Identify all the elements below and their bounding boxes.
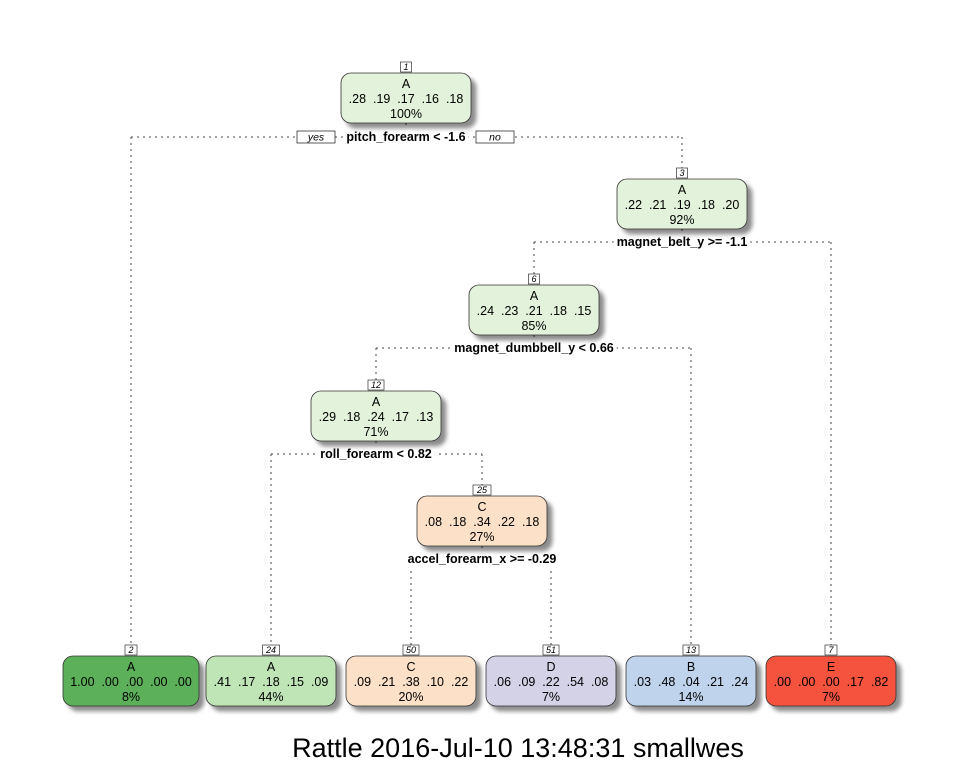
node-percent: 8% [122, 690, 140, 704]
node-percent: 20% [398, 690, 423, 704]
node-id-box [124, 644, 138, 656]
tree-node-2: 2A1.00 .00 .00 .00 .008% [62, 644, 200, 707]
split-label-1: pitch_forearm < -1.6 [346, 130, 465, 144]
node-probabilities: .09 .21 .38 .10 .22 [354, 675, 469, 689]
node-probabilities: 1.00 .00 .00 .00 .00 [70, 675, 192, 689]
node-id-box [542, 644, 560, 656]
node-probabilities: .03 .48 .04 .21 .24 [634, 675, 749, 689]
node-class: C [406, 660, 415, 674]
node-id: 3 [679, 168, 684, 178]
node-id-box [824, 644, 838, 656]
node-percent: 27% [469, 530, 494, 544]
node-box [345, 655, 477, 707]
node-id-box [676, 167, 688, 179]
node-class: B [687, 660, 695, 674]
node-box [310, 390, 442, 442]
node-probabilities: .00 .00 .00 .17 .82 [774, 675, 889, 689]
node-probabilities: .22 .21 .19 .18 .20 [625, 198, 740, 212]
node-percent: 100% [390, 107, 422, 121]
node-percent: 71% [363, 425, 388, 439]
node-probabilities: .41 .17 .18 .15 .09 [214, 675, 329, 689]
split-label-bg [451, 340, 617, 356]
node-class: A [678, 183, 687, 197]
node-box [62, 655, 200, 707]
node-id: 50 [406, 645, 416, 655]
node-class: A [127, 660, 136, 674]
split-label-bg [343, 129, 469, 145]
node-box [340, 72, 472, 124]
node-class: D [546, 660, 555, 674]
branch-tag-no: no [489, 132, 501, 144]
node-box [485, 655, 617, 707]
node-id: 7 [828, 645, 834, 655]
node-id-box [400, 61, 412, 73]
node-id: 1 [403, 62, 408, 72]
tree-node-51: 51D.06 .09 .22 .54 .087% [485, 644, 617, 707]
node-percent: 44% [258, 690, 283, 704]
branch-tag-yes: yes [307, 132, 325, 144]
node-id: 25 [476, 485, 488, 495]
node-percent: 92% [669, 213, 694, 227]
branch-tag-yes-box [296, 130, 336, 144]
node-percent: 7% [822, 690, 840, 704]
split-label-3: magnet_belt_y >= -1.1 [617, 235, 748, 249]
node-probabilities: .24 .23 .21 .18 .15 [477, 304, 592, 318]
node-id-box [528, 273, 540, 285]
split-label-6: magnet_dumbbell_y < 0.66 [454, 341, 613, 355]
node-id-box [472, 484, 492, 496]
node-percent: 14% [678, 690, 703, 704]
split-label-25: accel_forearm_x >= -0.29 [408, 552, 557, 566]
node-id: 2 [127, 645, 133, 655]
node-probabilities: .08 .18 .34 .22 .18 [425, 515, 540, 529]
rattle-caption: Rattle 2016-Jul-10 13:48:31 smallwes [292, 733, 744, 763]
node-probabilities: .29 .18 .24 .17 .13 [319, 410, 434, 424]
node-id-box [682, 644, 700, 656]
split-label-bg [613, 234, 751, 250]
node-box [468, 284, 600, 336]
node-percent: 85% [521, 319, 546, 333]
split-label-bg [404, 551, 560, 567]
node-class: E [827, 660, 835, 674]
node-id: 6 [531, 274, 536, 284]
node-box [205, 655, 337, 707]
yes-no-tags: yes no [296, 130, 515, 144]
split-label-12: roll_forearm < 0.82 [320, 447, 432, 461]
node-id-box [402, 644, 420, 656]
node-class: A [267, 660, 276, 674]
node-id-box [262, 644, 280, 656]
node-probabilities: .06 .09 .22 .54 .08 [494, 675, 609, 689]
tree-node-7: 7E.00 .00 .00 .17 .827% [765, 644, 897, 707]
node-id: 12 [371, 380, 381, 390]
node-id-box [367, 379, 385, 391]
node-box [416, 495, 548, 547]
node-box [765, 655, 897, 707]
node-class: A [402, 77, 411, 91]
node-probabilities: .28 .19 .17 .16 .18 [349, 92, 464, 106]
node-class: A [530, 289, 539, 303]
split-labels: pitch_forearm < -1.6 magnet_belt_y >= -1.… [317, 129, 751, 567]
node-id: 24 [265, 645, 276, 655]
node-percent: 7% [542, 690, 560, 704]
node-class: C [477, 500, 486, 514]
split-label-bg [317, 446, 435, 462]
node-id: 51 [546, 645, 556, 655]
node-box [616, 178, 748, 230]
node-id: 13 [686, 645, 696, 655]
branch-tag-no-box [475, 130, 515, 144]
node-box [625, 655, 757, 707]
node-class: A [372, 395, 381, 409]
